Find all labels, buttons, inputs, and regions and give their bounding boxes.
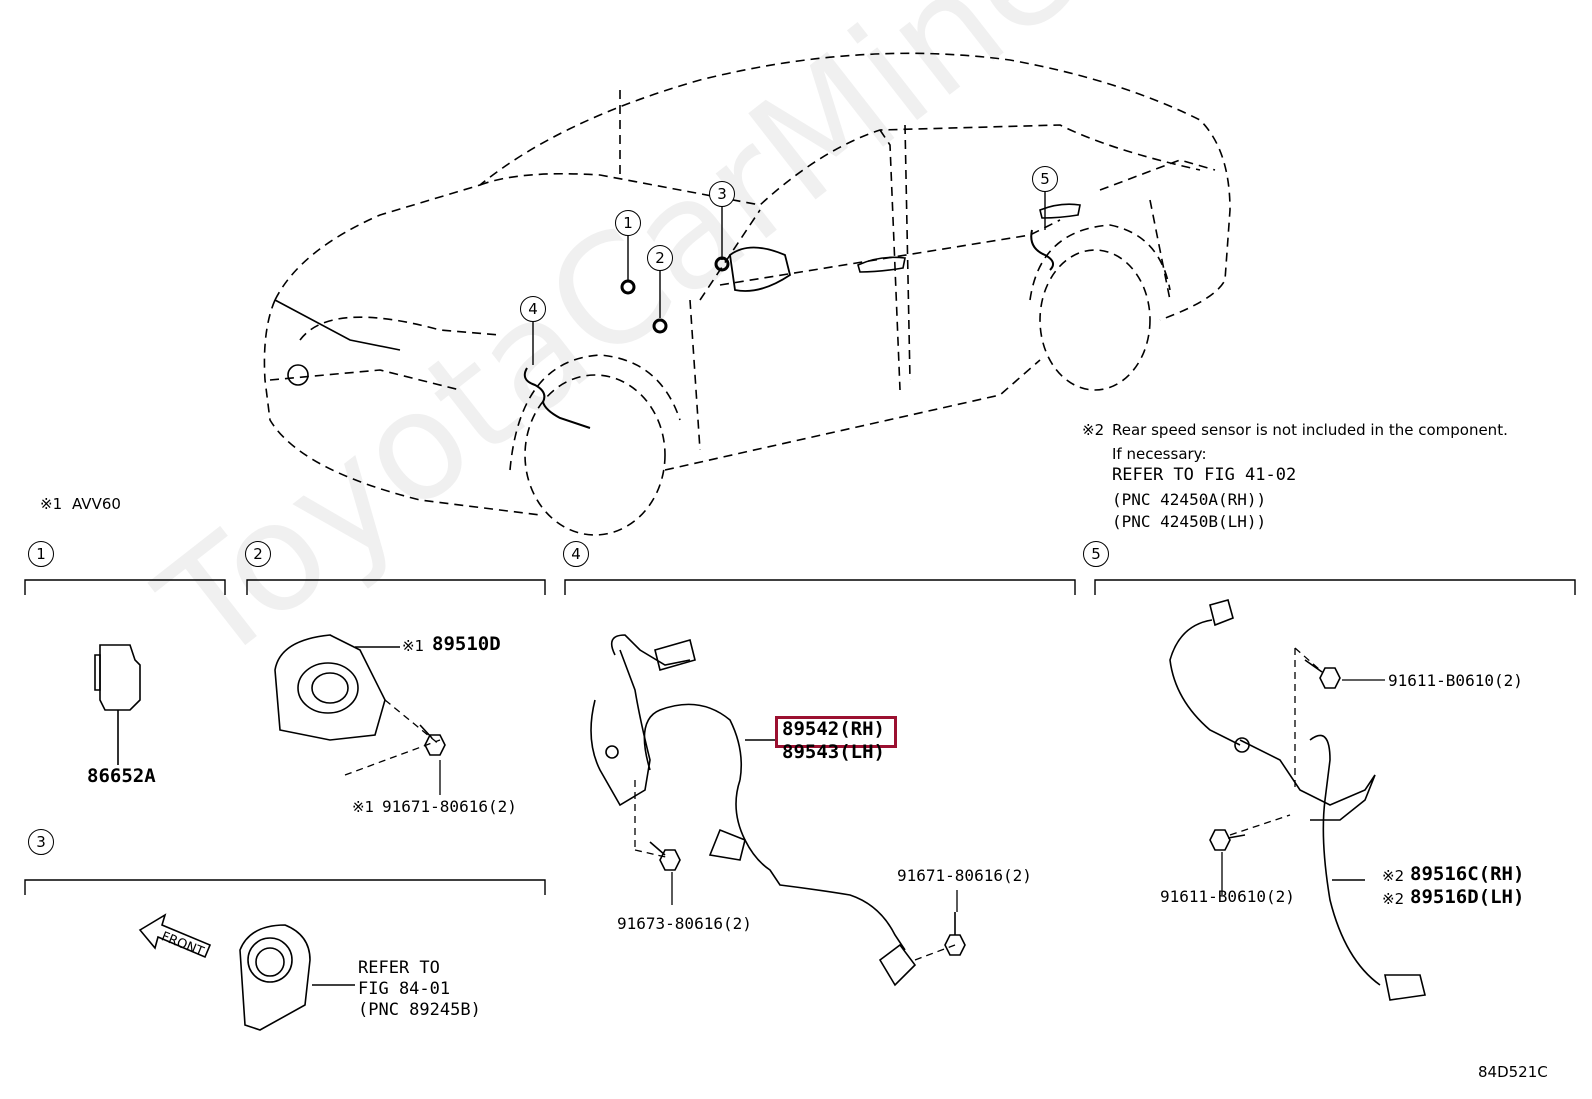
refer-to-line1[interactable]: REFER TO (358, 958, 440, 978)
part-89542-rh-label[interactable]: 89542(RH) (782, 718, 885, 740)
callout-leaders (532, 190, 1046, 365)
bolt-91673-label[interactable]: 91673-80616(2) (617, 914, 752, 933)
callout-3[interactable]: 3 (709, 181, 735, 207)
note1-text: AVV60 (72, 495, 121, 513)
note2-line5: (PNC 42450B(LH)) (1112, 512, 1267, 531)
door-handle-rear (1039, 203, 1081, 219)
callout-5[interactable]: 5 (1032, 166, 1058, 192)
callout-1[interactable]: 1 (615, 210, 641, 236)
part-89543-lh-label[interactable]: 89543(LH) (782, 741, 885, 763)
note2-line3[interactable]: REFER TO FIG 41-02 (1112, 465, 1297, 485)
note2-line2: If necessary: (1112, 445, 1207, 463)
rear-wheel (1029, 224, 1171, 391)
note2-text: Rear speed sensor is not included in the… (1112, 421, 1508, 439)
callout-4[interactable]: 4 (520, 296, 546, 322)
bolt-section-5-bottom (1209, 829, 1246, 851)
refer-to-line3: (PNC 89245B) (358, 1000, 481, 1020)
part-89510D-drawing (274, 634, 400, 741)
bolt-91611-bottom-label[interactable]: 91611-B0610(2) (1160, 887, 1295, 906)
front-wheel (509, 354, 681, 536)
front-sensor-wire (523, 367, 591, 429)
refer-to-line2[interactable]: FIG 84-01 (358, 979, 451, 999)
bolt-91671-label-s2[interactable]: 91671-80616(2) (382, 797, 517, 816)
section-2-number: 2 (245, 541, 271, 567)
highlight-box (775, 716, 897, 748)
note2-mark: ※2 (1082, 421, 1105, 439)
headlight (274, 299, 401, 351)
part-89516C-mark: ※2 (1382, 867, 1405, 885)
bolt-91671-mark-s2: ※1 (352, 798, 375, 816)
part-89516D-lh-label[interactable]: 89516D(LH) (1410, 886, 1525, 908)
bolt-section-2 (419, 724, 446, 756)
part-89516D-mark: ※2 (1382, 890, 1405, 908)
front-arrow-icon (138, 913, 212, 959)
section-5-number: 5 (1083, 541, 1109, 567)
note1-mark: ※1 (40, 495, 63, 513)
mirror (729, 246, 792, 292)
part-89510D-label[interactable]: 89510D (432, 633, 501, 655)
bolt-section-5-top (1304, 659, 1341, 689)
rear-sensor-wire (1030, 229, 1055, 271)
section-1-number: 1 (28, 541, 54, 567)
part-89245B-drawing (239, 924, 355, 1031)
note2-line4: (PNC 42450A(RH)) (1112, 490, 1267, 509)
bolt-91611-top-label[interactable]: 91611-B0610(2) (1388, 671, 1523, 690)
part-86652A-drawing (94, 644, 141, 765)
section-3-number: 3 (28, 829, 54, 855)
car-outline (263, 52, 1231, 516)
bolt-section-4a (649, 841, 681, 871)
section-4-number: 4 (563, 541, 589, 567)
figure-code: 84D521C (1478, 1063, 1548, 1081)
part-89510D-mark: ※1 (402, 637, 425, 655)
door-handle-front (857, 256, 906, 273)
part-86652A-label[interactable]: 86652A (87, 765, 156, 787)
section-brackets (24, 579, 1576, 895)
callout-2[interactable]: 2 (647, 245, 673, 271)
bolt-91671-label-s4[interactable]: 91671-80616(2) (897, 866, 1032, 885)
part-89516-drawing (1169, 599, 1426, 1001)
part-89542-drawing (590, 634, 917, 987)
bolt-section-4b (944, 912, 966, 956)
part-89516C-rh-label[interactable]: 89516C(RH) (1410, 863, 1525, 885)
